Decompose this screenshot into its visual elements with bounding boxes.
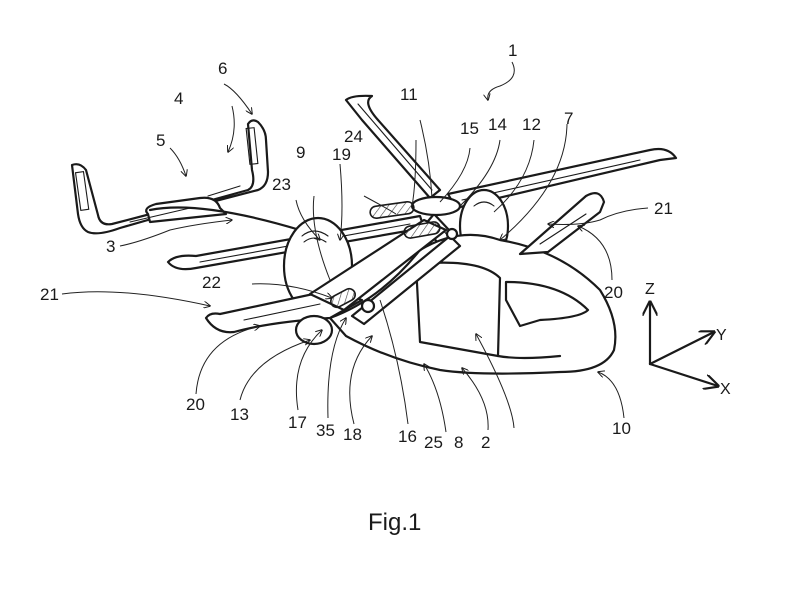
ref-35: 35	[316, 421, 335, 440]
ref-8: 8	[454, 433, 463, 452]
ref-25: 25	[424, 433, 443, 452]
ref-15: 15	[460, 119, 479, 138]
support-booms	[308, 200, 462, 326]
ref-4: 4	[174, 89, 183, 108]
ref-14: 14	[488, 115, 507, 134]
ref-3: 3	[106, 237, 115, 256]
axis-x-label: X	[720, 381, 731, 398]
ref-13: 13	[230, 405, 249, 424]
ref-16: 16	[398, 427, 417, 446]
ref-20-right: 20	[604, 283, 623, 302]
ref-10: 10	[612, 419, 631, 438]
ref-21-left: 21	[40, 285, 59, 304]
ref-12: 12	[522, 115, 541, 134]
leader-lines	[61, 61, 649, 433]
ref-17: 17	[288, 413, 307, 432]
coordinate-axes: Z Y X	[645, 281, 731, 398]
front-wing-right	[518, 191, 606, 256]
figure-caption: Fig.1	[368, 509, 421, 536]
ref-22: 22	[202, 273, 221, 292]
ref-2: 2	[481, 433, 490, 452]
ref-7: 7	[564, 109, 573, 128]
ref-23: 23	[272, 175, 291, 194]
axis-z-label: Z	[645, 281, 655, 298]
ref-24: 24	[344, 127, 363, 146]
ref-6: 6	[218, 59, 227, 78]
ref-9: 9	[296, 143, 305, 162]
ref-1: 1	[508, 41, 517, 60]
reference-numerals: 1 2 3 4 5 6 7 8 9 10 11 12 13 14 15 16 1…	[40, 41, 673, 452]
ref-11: 11	[400, 85, 418, 104]
ref-20-left: 20	[186, 395, 205, 414]
ref-21-right: 21	[654, 199, 673, 218]
ref-5: 5	[156, 131, 165, 150]
axis-y-label: Y	[716, 327, 727, 344]
ref-19: 19	[332, 145, 351, 164]
rear-wing	[70, 119, 362, 236]
ref-18: 18	[343, 425, 362, 444]
